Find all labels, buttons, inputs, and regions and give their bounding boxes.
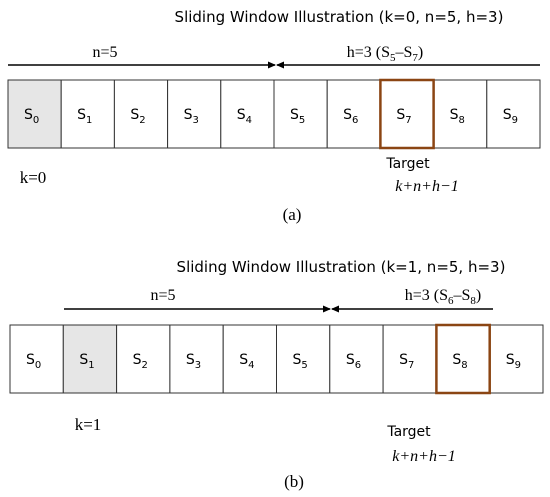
panel-a-cell-s6: S6 — [326, 79, 381, 149]
panel-b-cell-label: S5 — [293, 352, 308, 371]
panel-a-cell-label: S9 — [503, 107, 518, 126]
panel-a-caption: (a) — [283, 205, 302, 224]
panel-a-cell-label: S0 — [24, 107, 39, 126]
panel-a-cell-box — [60, 79, 115, 149]
panel-b-cell-s5: S5 — [276, 324, 331, 394]
panel-a-target-formula: k+n+h−1 — [395, 178, 459, 195]
panel-a-cell-box — [379, 79, 435, 149]
panel-b-cell-label: S1 — [79, 352, 94, 371]
panel-a-cell-s2: S2 — [113, 79, 169, 149]
panel-b-cell-box — [62, 324, 118, 394]
panel-b-cell-label: S2 — [133, 352, 148, 371]
panel-a-cell-box — [273, 79, 328, 149]
panel-a-cell-s1: S1 — [60, 79, 115, 149]
panel-b-cell-label: S8 — [452, 352, 467, 371]
panel-b-target-formula: k+n+h−1 — [392, 448, 456, 465]
panel-b-n-label: n=5 — [150, 287, 175, 304]
panel-a-cell-label: S1 — [77, 107, 92, 126]
panel-a-cell-s8: S8 — [433, 79, 488, 149]
panel-a-cell-box — [326, 79, 381, 149]
panel-b-k-label: k=1 — [75, 415, 102, 434]
panel-a-cell-label: S3 — [184, 107, 199, 126]
panel-b-cell-box — [382, 324, 437, 394]
panel-a-target-highlight — [379, 78, 435, 150]
panel-a-target-label: Target — [385, 156, 430, 172]
panel-b-cell-box — [276, 324, 331, 394]
panel-a-cell-label: S2 — [130, 107, 145, 126]
panel-b-h-label: h=3 (S6–S8) — [405, 287, 481, 307]
panel-a-cell-label: S6 — [343, 107, 358, 126]
panel-a-cell-label: S4 — [237, 107, 252, 126]
panel-b-cell-s4: S4 — [222, 324, 277, 394]
panel-b-cell-label: S4 — [239, 352, 254, 371]
panel-a-cell-box — [167, 79, 222, 149]
panel-b-cell-s2: S2 — [116, 324, 171, 394]
panel-b-cell-s7: S7 — [382, 324, 437, 394]
panel-b-cell-label: S3 — [186, 352, 201, 371]
panel-b-cell-box — [222, 324, 277, 394]
panel-b-cell-box — [169, 324, 224, 394]
panel-a-cell-label: S8 — [450, 107, 465, 126]
panel-b-cell-row: S0 S1 S2 S3 S4 S5 S6 S7 S8 S9 — [9, 323, 544, 395]
panel-b: Sliding Window Illustration (k=1, n=5, h… — [9, 258, 544, 491]
panel-a-cell-s9: S9 — [486, 79, 541, 149]
panel-a-cell-s7: S7 — [379, 79, 435, 149]
panel-b-cell-box — [9, 324, 64, 394]
panel-a-cell-s3: S3 — [167, 79, 222, 149]
panel-a-cell-s4: S4 — [220, 79, 275, 149]
panel-a-cell-box — [113, 79, 169, 149]
panel-b-cell-s1: S1 — [62, 324, 118, 394]
panel-b-cell-s6: S6 — [329, 324, 384, 394]
panel-b-caption: (b) — [284, 472, 304, 491]
panel-b-cell-label: S7 — [399, 352, 414, 371]
panel-b-cell-box — [329, 324, 384, 394]
panel-a-n-label: n=5 — [92, 44, 117, 61]
panel-b-cell-s3: S3 — [169, 324, 224, 394]
panel-a-cell-box — [220, 79, 275, 149]
panel-a-cell-box — [7, 79, 62, 149]
panel-b-cell-box — [435, 324, 491, 394]
panel-a-cell-box — [486, 79, 541, 149]
panel-a-cell-row: S0 S1 S2 S3 S4 S5 S6 S7 S8 S9 — [7, 78, 541, 150]
panel-a-cell-label: S5 — [290, 107, 305, 126]
panel-b-title: Sliding Window Illustration (k=1, n=5, h… — [177, 258, 506, 276]
panel-a-cell-box — [433, 79, 488, 149]
panel-b-cell-s9: S9 — [489, 324, 544, 394]
panel-a-cell-s5: S5 — [273, 79, 328, 149]
panel-a-k-label: k=0 — [20, 168, 47, 187]
panel-b-cell-s8: S8 — [435, 324, 491, 394]
panel-a-cell-s0: S0 — [7, 79, 62, 149]
panel-b-cell-box — [116, 324, 171, 394]
panel-a-cell-label: S7 — [396, 107, 411, 126]
panel-b-target-label: Target — [386, 424, 431, 440]
panel-b-cell-label: S6 — [346, 352, 361, 371]
panel-b-cell-box — [489, 324, 544, 394]
panel-a: Sliding Window Illustration (k=0, n=5, h… — [7, 8, 541, 224]
panel-b-cell-s0: S0 — [9, 324, 64, 394]
panel-a-title: Sliding Window Illustration (k=0, n=5, h… — [175, 8, 504, 26]
panel-b-target-highlight — [435, 323, 491, 395]
panel-a-h-label: h=3 (S5–S7) — [347, 44, 423, 64]
panel-b-cell-label: S0 — [26, 352, 41, 371]
panel-b-cell-label: S9 — [506, 352, 521, 371]
